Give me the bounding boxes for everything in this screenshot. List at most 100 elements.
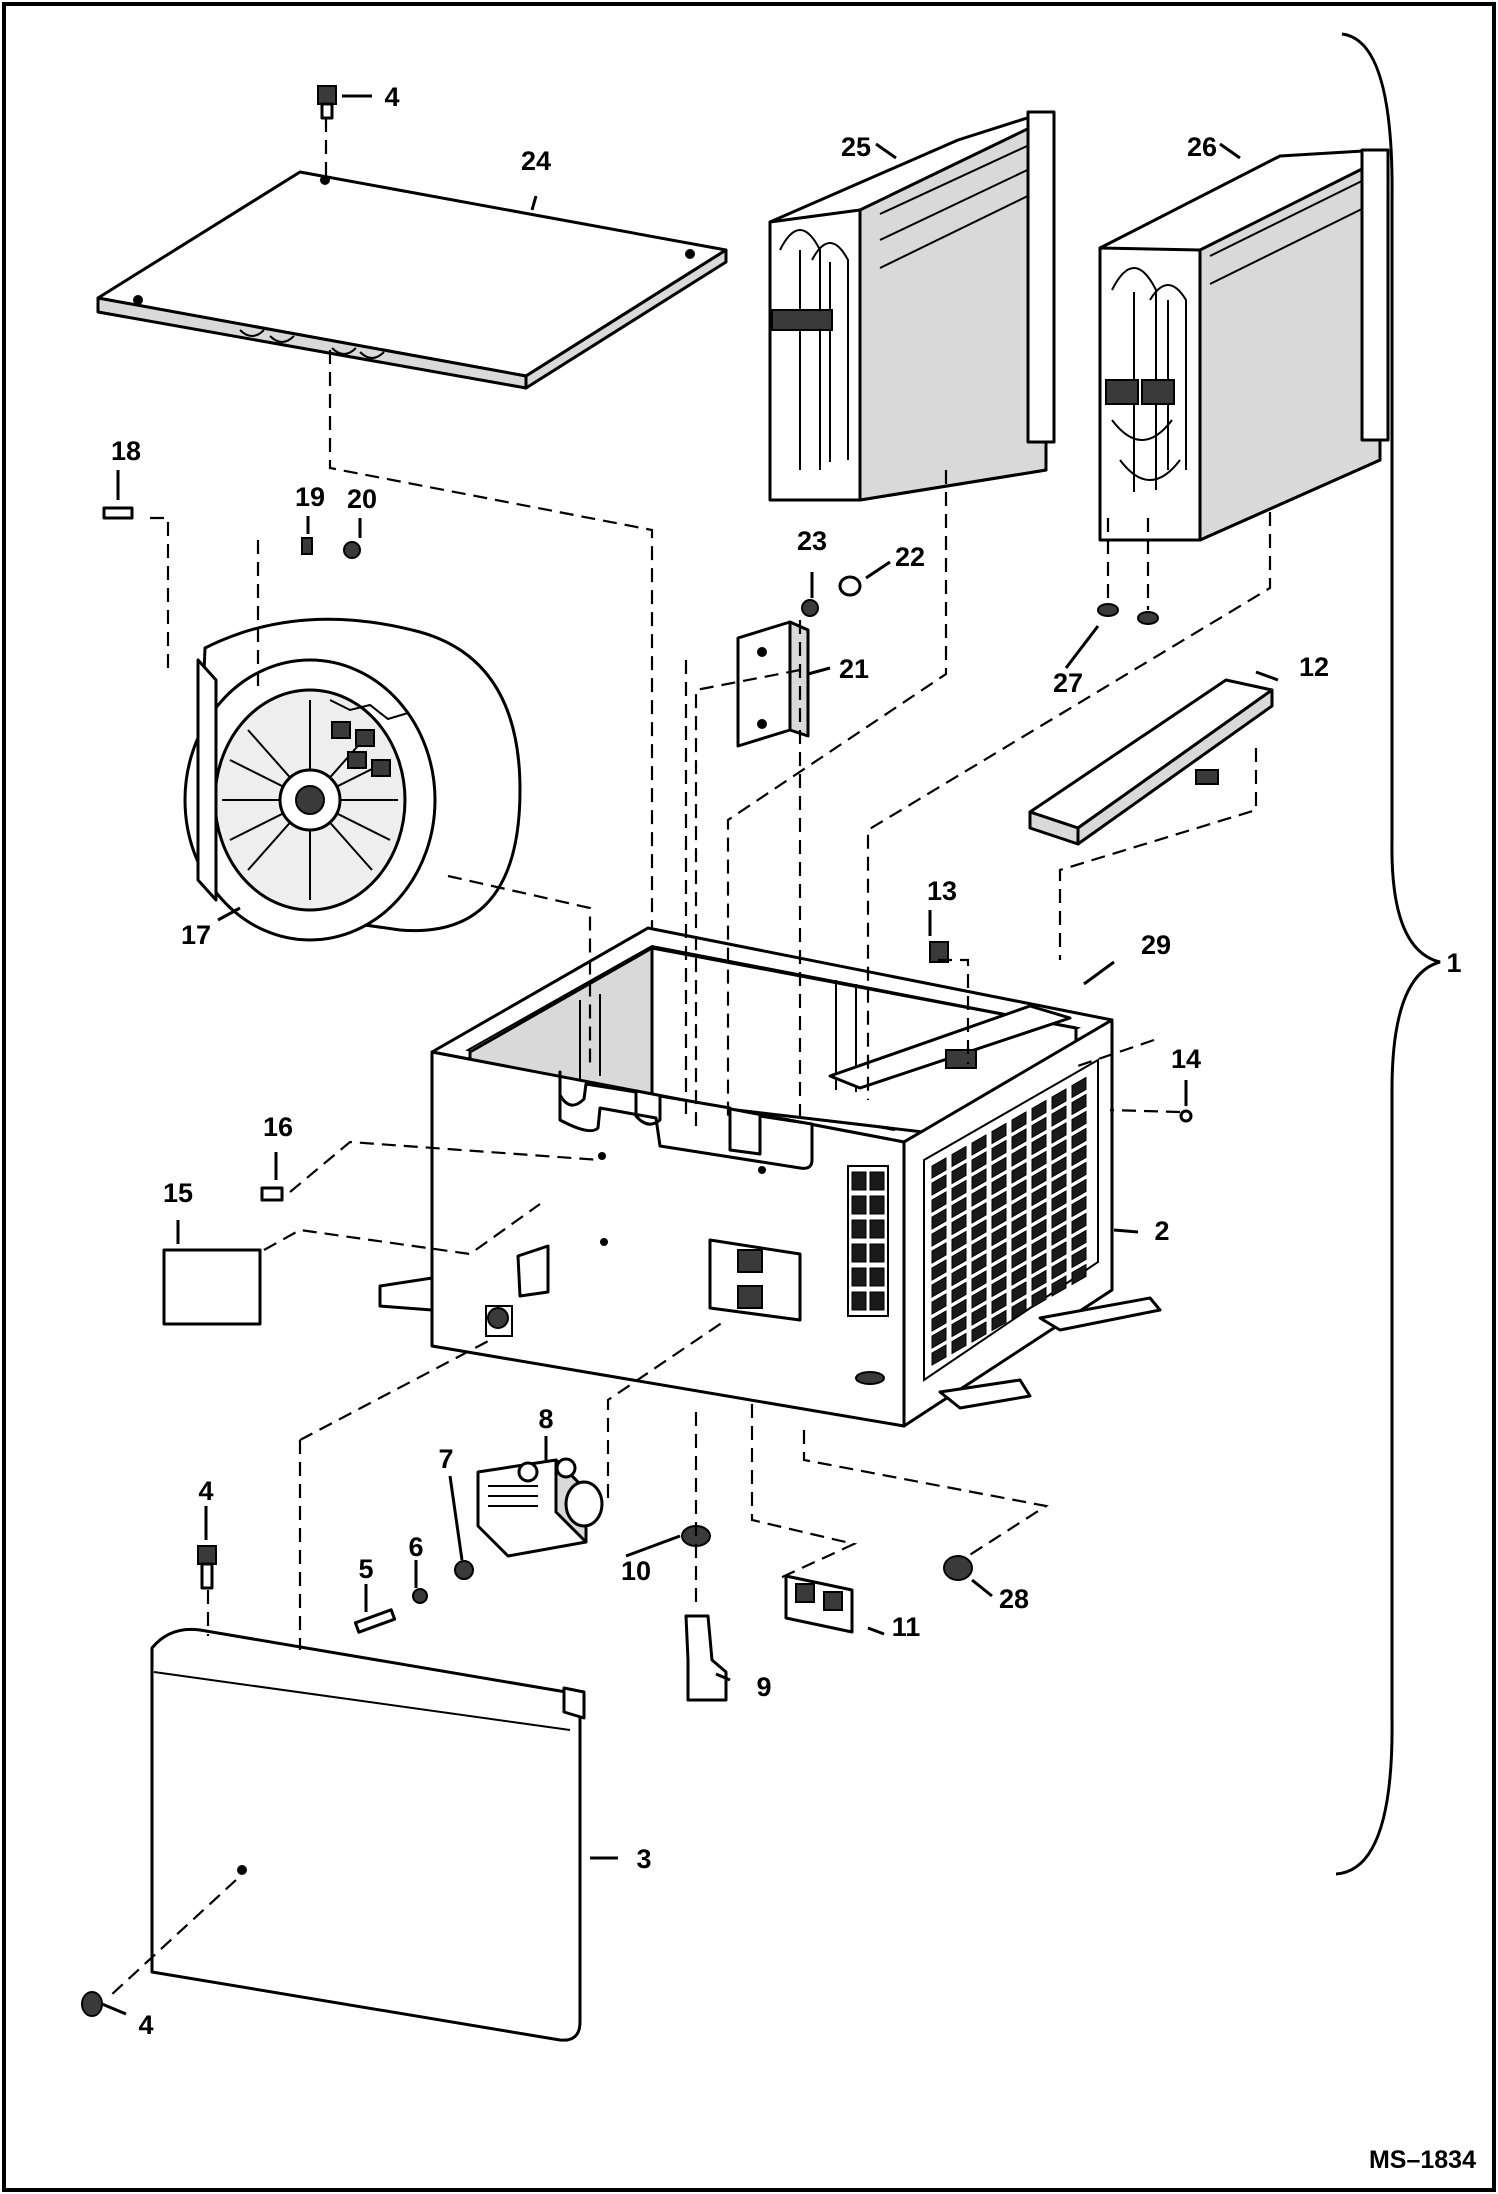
louver-slot <box>991 1224 1007 1247</box>
callout-2: 2 <box>1154 1216 1169 1246</box>
louver-slot <box>1071 1229 1087 1252</box>
louver-slot <box>1031 1269 1047 1292</box>
vent-slot <box>851 1171 867 1191</box>
louver-slot <box>1011 1196 1027 1218</box>
louver-slot <box>1031 1133 1047 1156</box>
louver-slot <box>991 1275 1007 1298</box>
louver-slot <box>1071 1263 1087 1286</box>
callout-27: 27 <box>1053 668 1083 698</box>
louver-slot <box>971 1134 987 1156</box>
louver-slot <box>1051 1105 1067 1127</box>
louver-slot <box>971 1287 987 1309</box>
vent-slot <box>869 1219 885 1239</box>
louver-slot <box>1011 1264 1027 1286</box>
louver-slot <box>1011 1111 1027 1133</box>
callout-19: 19 <box>295 482 325 512</box>
callout-4-middle: 4 <box>198 1476 213 1506</box>
callout-15: 15 <box>163 1178 193 1208</box>
louver-slot <box>1071 1144 1087 1167</box>
callout-29: 29 <box>1141 930 1171 960</box>
louver-slot <box>991 1258 1007 1281</box>
louver-slot <box>971 1168 987 1190</box>
mounting-bracket <box>736 620 810 748</box>
louver-slot <box>971 1253 987 1275</box>
louver-slot <box>951 1230 967 1253</box>
vent-slot <box>851 1267 867 1287</box>
callout-25: 25 <box>841 132 871 162</box>
warning-label <box>162 1248 262 1326</box>
callout-11: 11 <box>892 1612 921 1642</box>
callout-21: 21 <box>839 654 869 684</box>
louver-slot <box>1011 1128 1027 1150</box>
louver-slot <box>931 1191 947 1213</box>
louver-slot <box>951 1247 967 1270</box>
main-housing <box>378 926 1162 1428</box>
callout-17: 17 <box>181 920 211 950</box>
louver-slot <box>1051 1241 1067 1263</box>
louver-slot <box>1071 1076 1087 1099</box>
louver-slot <box>931 1225 947 1247</box>
vent-slot <box>851 1291 867 1311</box>
louver-slot <box>1071 1110 1087 1133</box>
louver-slot <box>951 1264 967 1287</box>
louver-slot <box>1011 1230 1027 1252</box>
louver-slot <box>931 1344 947 1366</box>
louver-slot <box>1031 1184 1047 1207</box>
louver-slot <box>1071 1093 1087 1116</box>
louver-slot <box>1051 1088 1067 1110</box>
front-cover <box>150 1627 586 2042</box>
louver-slot <box>971 1304 987 1326</box>
louver-slot <box>951 1196 967 1219</box>
louver-slot <box>1051 1173 1067 1195</box>
louver-slot <box>1031 1099 1047 1122</box>
top-cover-plate <box>96 170 728 390</box>
callout-18: 18 <box>111 436 141 466</box>
louver-slot <box>931 1242 947 1264</box>
drawing-code: MS–1834 <box>1369 2146 1476 2174</box>
callout-3: 3 <box>636 1844 651 1874</box>
louver-slot <box>1031 1167 1047 1190</box>
vent-slot <box>851 1195 867 1215</box>
louver-slot <box>991 1156 1007 1179</box>
louver-slot <box>971 1236 987 1258</box>
louver-slot <box>1071 1127 1087 1150</box>
callout-1: 1 <box>1446 948 1461 978</box>
louver-slot <box>931 1310 947 1332</box>
callout-24: 24 <box>521 146 551 176</box>
louver-slot <box>951 1145 967 1168</box>
louver-slot <box>931 1293 947 1315</box>
louver-slot <box>991 1309 1007 1332</box>
callout-28: 28 <box>999 1584 1029 1614</box>
callout-26: 26 <box>1187 132 1217 162</box>
louver-slot <box>991 1139 1007 1162</box>
louver-slot <box>1051 1122 1067 1144</box>
louver-slot <box>991 1173 1007 1196</box>
louver-slot <box>1031 1218 1047 1241</box>
callout-6: 6 <box>408 1532 423 1562</box>
louver-slot <box>1071 1246 1087 1269</box>
heater-core <box>768 110 1056 502</box>
callout-23: 23 <box>797 526 827 556</box>
louver-slot <box>951 1315 967 1338</box>
louver-slot <box>1011 1162 1027 1184</box>
louver-slot <box>1071 1212 1087 1235</box>
louver-slot <box>1011 1213 1027 1235</box>
callout-4-top: 4 <box>384 82 399 112</box>
assembly-lines <box>109 118 1272 1997</box>
louver-slot <box>991 1241 1007 1264</box>
louver-slot <box>951 1213 967 1236</box>
expansion-valve <box>476 1457 604 1558</box>
louver-slot <box>971 1151 987 1173</box>
louver-slot <box>931 1174 947 1196</box>
evaporator-core <box>1098 148 1390 542</box>
louver-slot <box>951 1179 967 1202</box>
louver-slot <box>1031 1286 1047 1309</box>
callout-7: 7 <box>438 1444 453 1474</box>
hardware-parts <box>81 85 1193 2017</box>
louver-slot <box>931 1259 947 1281</box>
louver-slot <box>931 1327 947 1349</box>
louver-slot <box>1071 1178 1087 1201</box>
vent-slot <box>869 1195 885 1215</box>
vent-slot <box>869 1243 885 1263</box>
